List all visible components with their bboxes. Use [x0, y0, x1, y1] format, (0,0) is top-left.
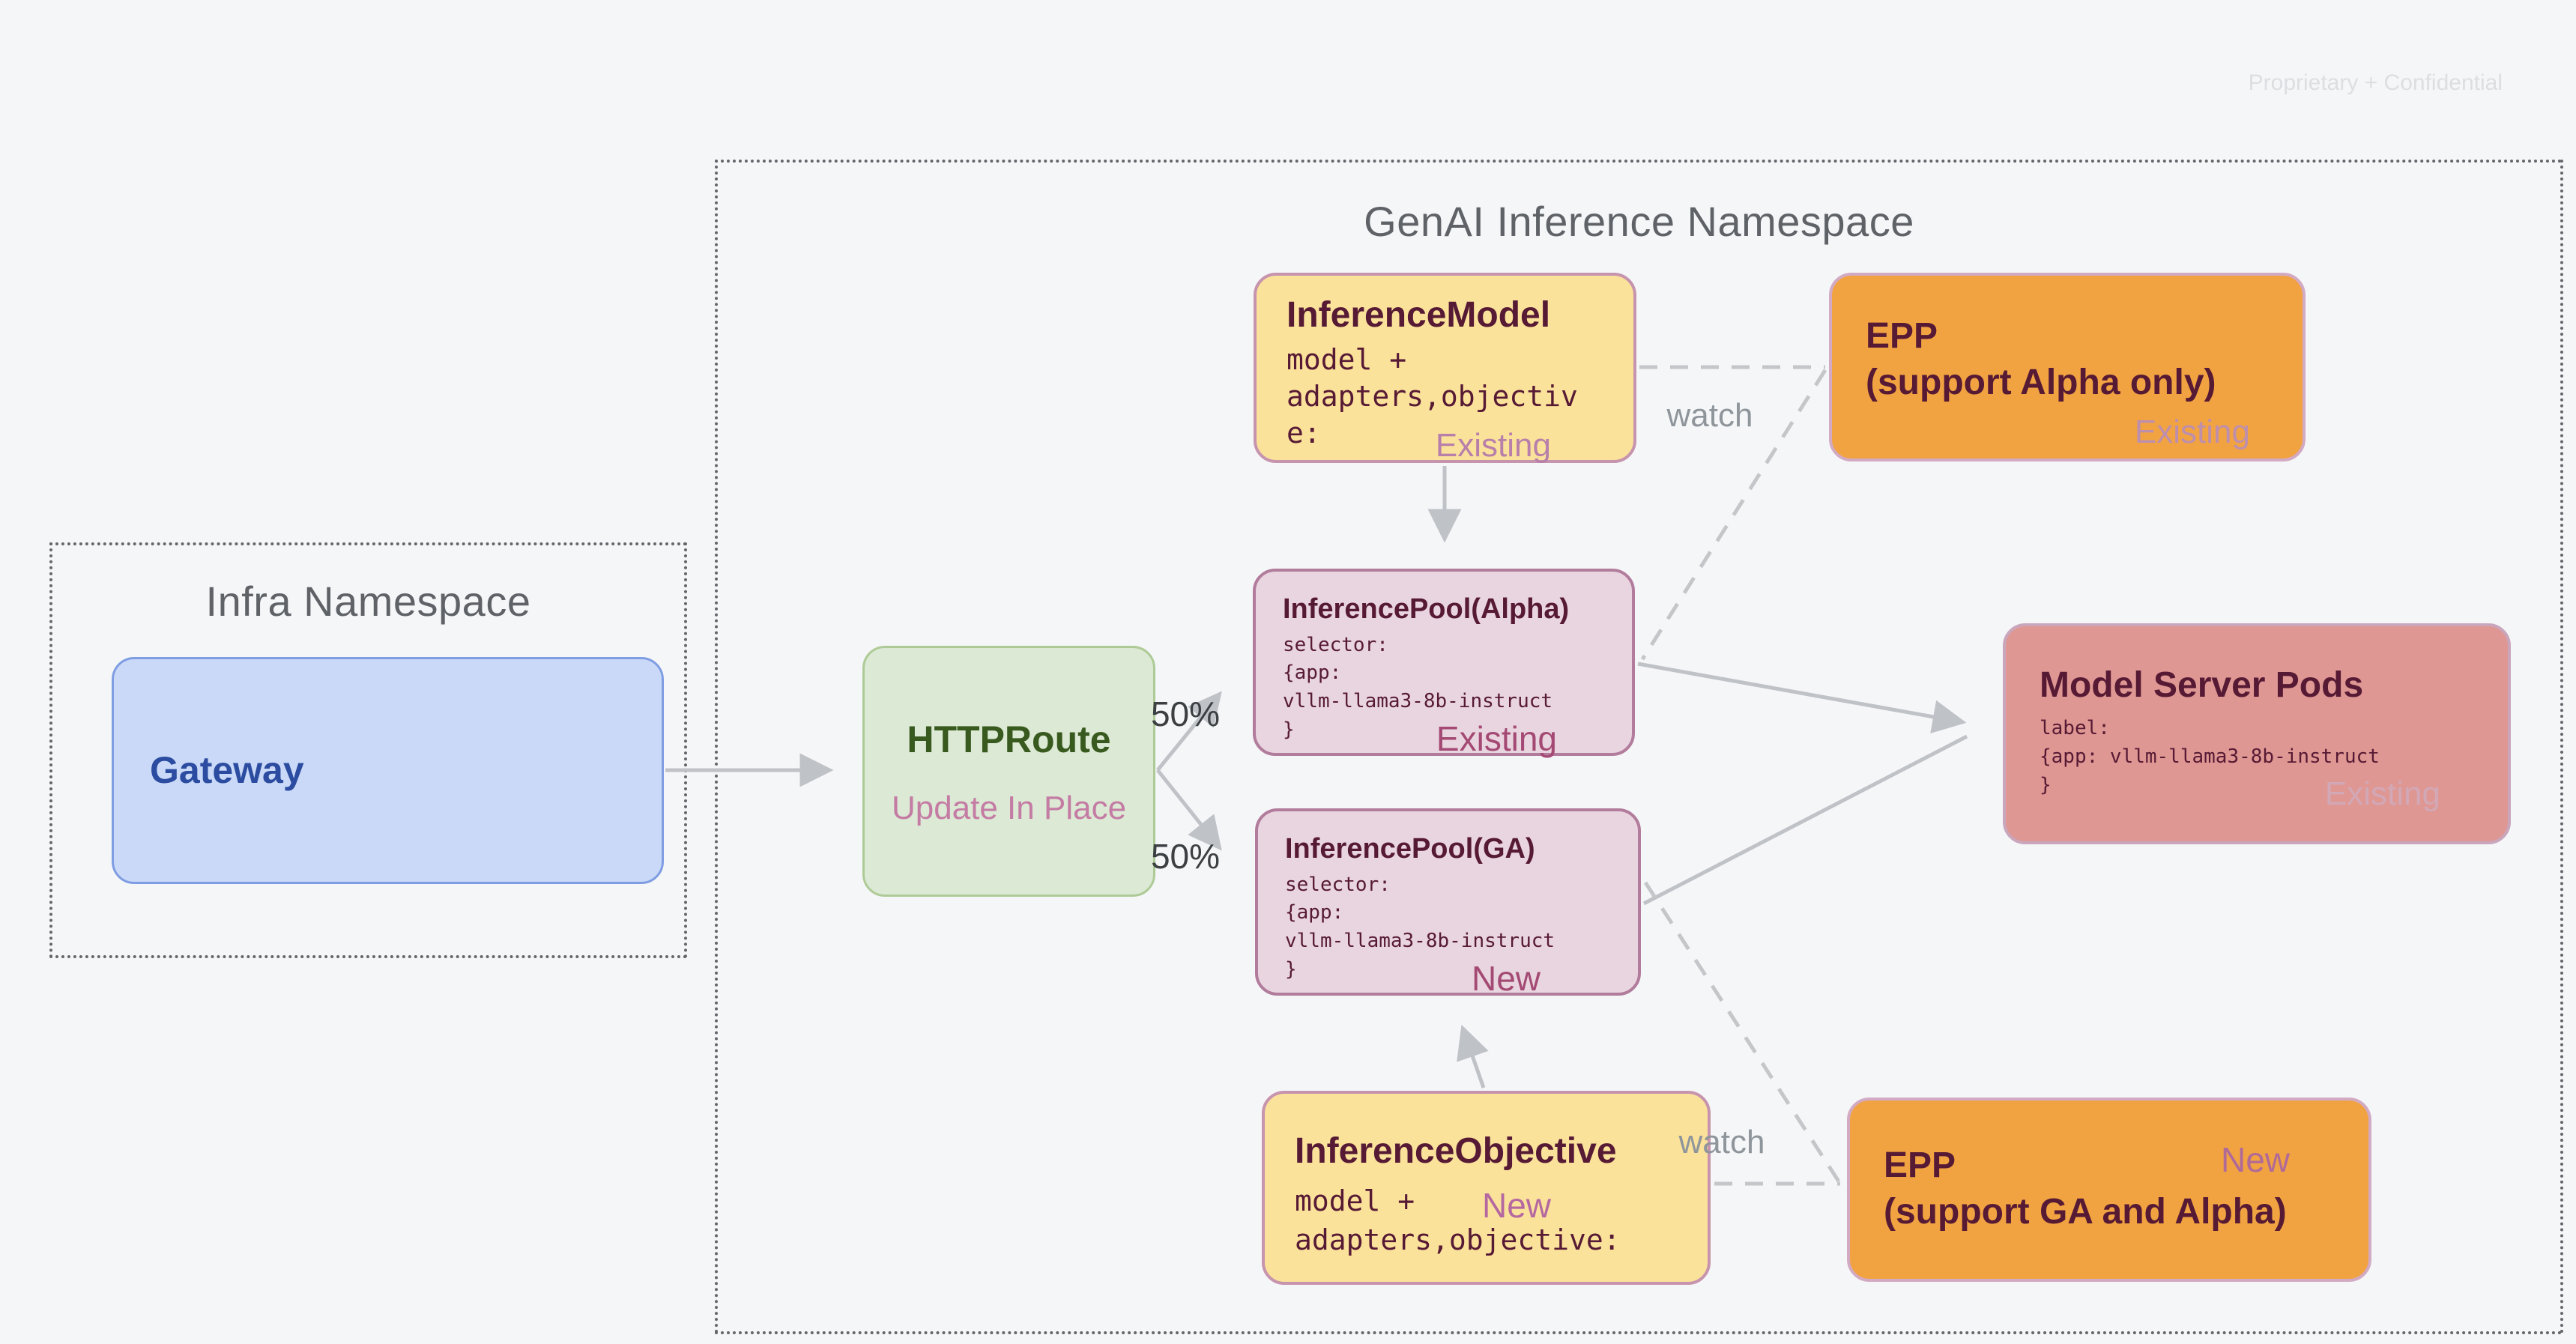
epp-ga-and-alpha-title: EPP (support GA and Alpha)	[1884, 1145, 2287, 1232]
watch-top-label: watch	[1666, 397, 1753, 434]
inference-model-title: InferenceModel	[1287, 295, 1551, 335]
epp-alpha-only-title: EPP (support Alpha only)	[1866, 316, 2216, 403]
inference-model-node: InferenceModel model + adapters,objectiv…	[1254, 273, 1636, 464]
gateway-node: Gateway	[112, 657, 664, 884]
inference-pool-alpha-title: InferencePool(Alpha)	[1283, 593, 1570, 625]
inference-pool-ga-status-badge: New	[1471, 959, 1541, 998]
inference-pool-alpha-node: InferencePool(Alpha) selector: {app: vll…	[1253, 569, 1635, 758]
inference-model-status-badge: Existing	[1435, 427, 1551, 464]
gateway-title: Gateway	[150, 749, 304, 791]
traffic-split-bottom-label: 50%	[1150, 837, 1221, 876]
inference-pool-alpha-status-badge: Existing	[1436, 719, 1557, 758]
inference-pool-ga-title: InferencePool(GA)	[1285, 833, 1535, 865]
inference-objective-title: InferenceObjective	[1295, 1131, 1617, 1171]
inference-objective-status-badge: New	[1482, 1186, 1552, 1225]
inference-pool-ga-body: selector: {app: vllm-llama3-8b-instruct …	[1285, 873, 1555, 981]
traffic-split-top-label: 50%	[1150, 694, 1221, 733]
inference-objective-node: InferenceObjective model + adapters,obje…	[1262, 1091, 1711, 1285]
model-server-pods-node: Model Server Pods label: {app: vllm-llam…	[2003, 623, 2511, 844]
inference-pool-ga-node: InferencePool(GA) selector: {app: vllm-l…	[1255, 808, 1641, 998]
epp-alpha-only-status-badge: Existing	[2134, 414, 2250, 450]
inference-pool-alpha-body: selector: {app: vllm-llama3-8b-instruct …	[1283, 633, 1553, 741]
model-server-pods-body: label: {app: vllm-llama3-8b-instruct }	[2040, 717, 2380, 796]
watch-bottom-label: watch	[1678, 1124, 1765, 1160]
inference-objective-body: model + adapters,objective:	[1295, 1184, 1621, 1256]
epp-alpha-only-node: EPP (support Alpha only) Existing	[1829, 273, 2306, 461]
httproute-title: HTTPRoute	[907, 718, 1111, 760]
genai-namespace-title: GenAI Inference Namespace	[1364, 198, 1914, 245]
epp-ga-and-alpha-status-badge: New	[2221, 1140, 2291, 1179]
infra-namespace-title: Infra Namespace	[205, 578, 531, 625]
httproute-subtitle: Update In Place	[891, 790, 1127, 826]
model-server-pods-status-badge: Existing	[2324, 775, 2440, 812]
epp-ga-and-alpha-node: EPP (support GA and Alpha) New	[1847, 1098, 2371, 1282]
infra-namespace-box: Infra Namespace	[49, 542, 687, 958]
watermark-text: Proprietary + Confidential	[2248, 70, 2503, 95]
model-server-pods-title: Model Server Pods	[2040, 665, 2364, 705]
httproute-node: HTTPRoute Update In Place	[862, 646, 1155, 897]
inference-model-body: model + adapters,objectiv e:	[1287, 342, 1578, 450]
genai-namespace-box: GenAI Inference Namespace	[715, 160, 2563, 1334]
